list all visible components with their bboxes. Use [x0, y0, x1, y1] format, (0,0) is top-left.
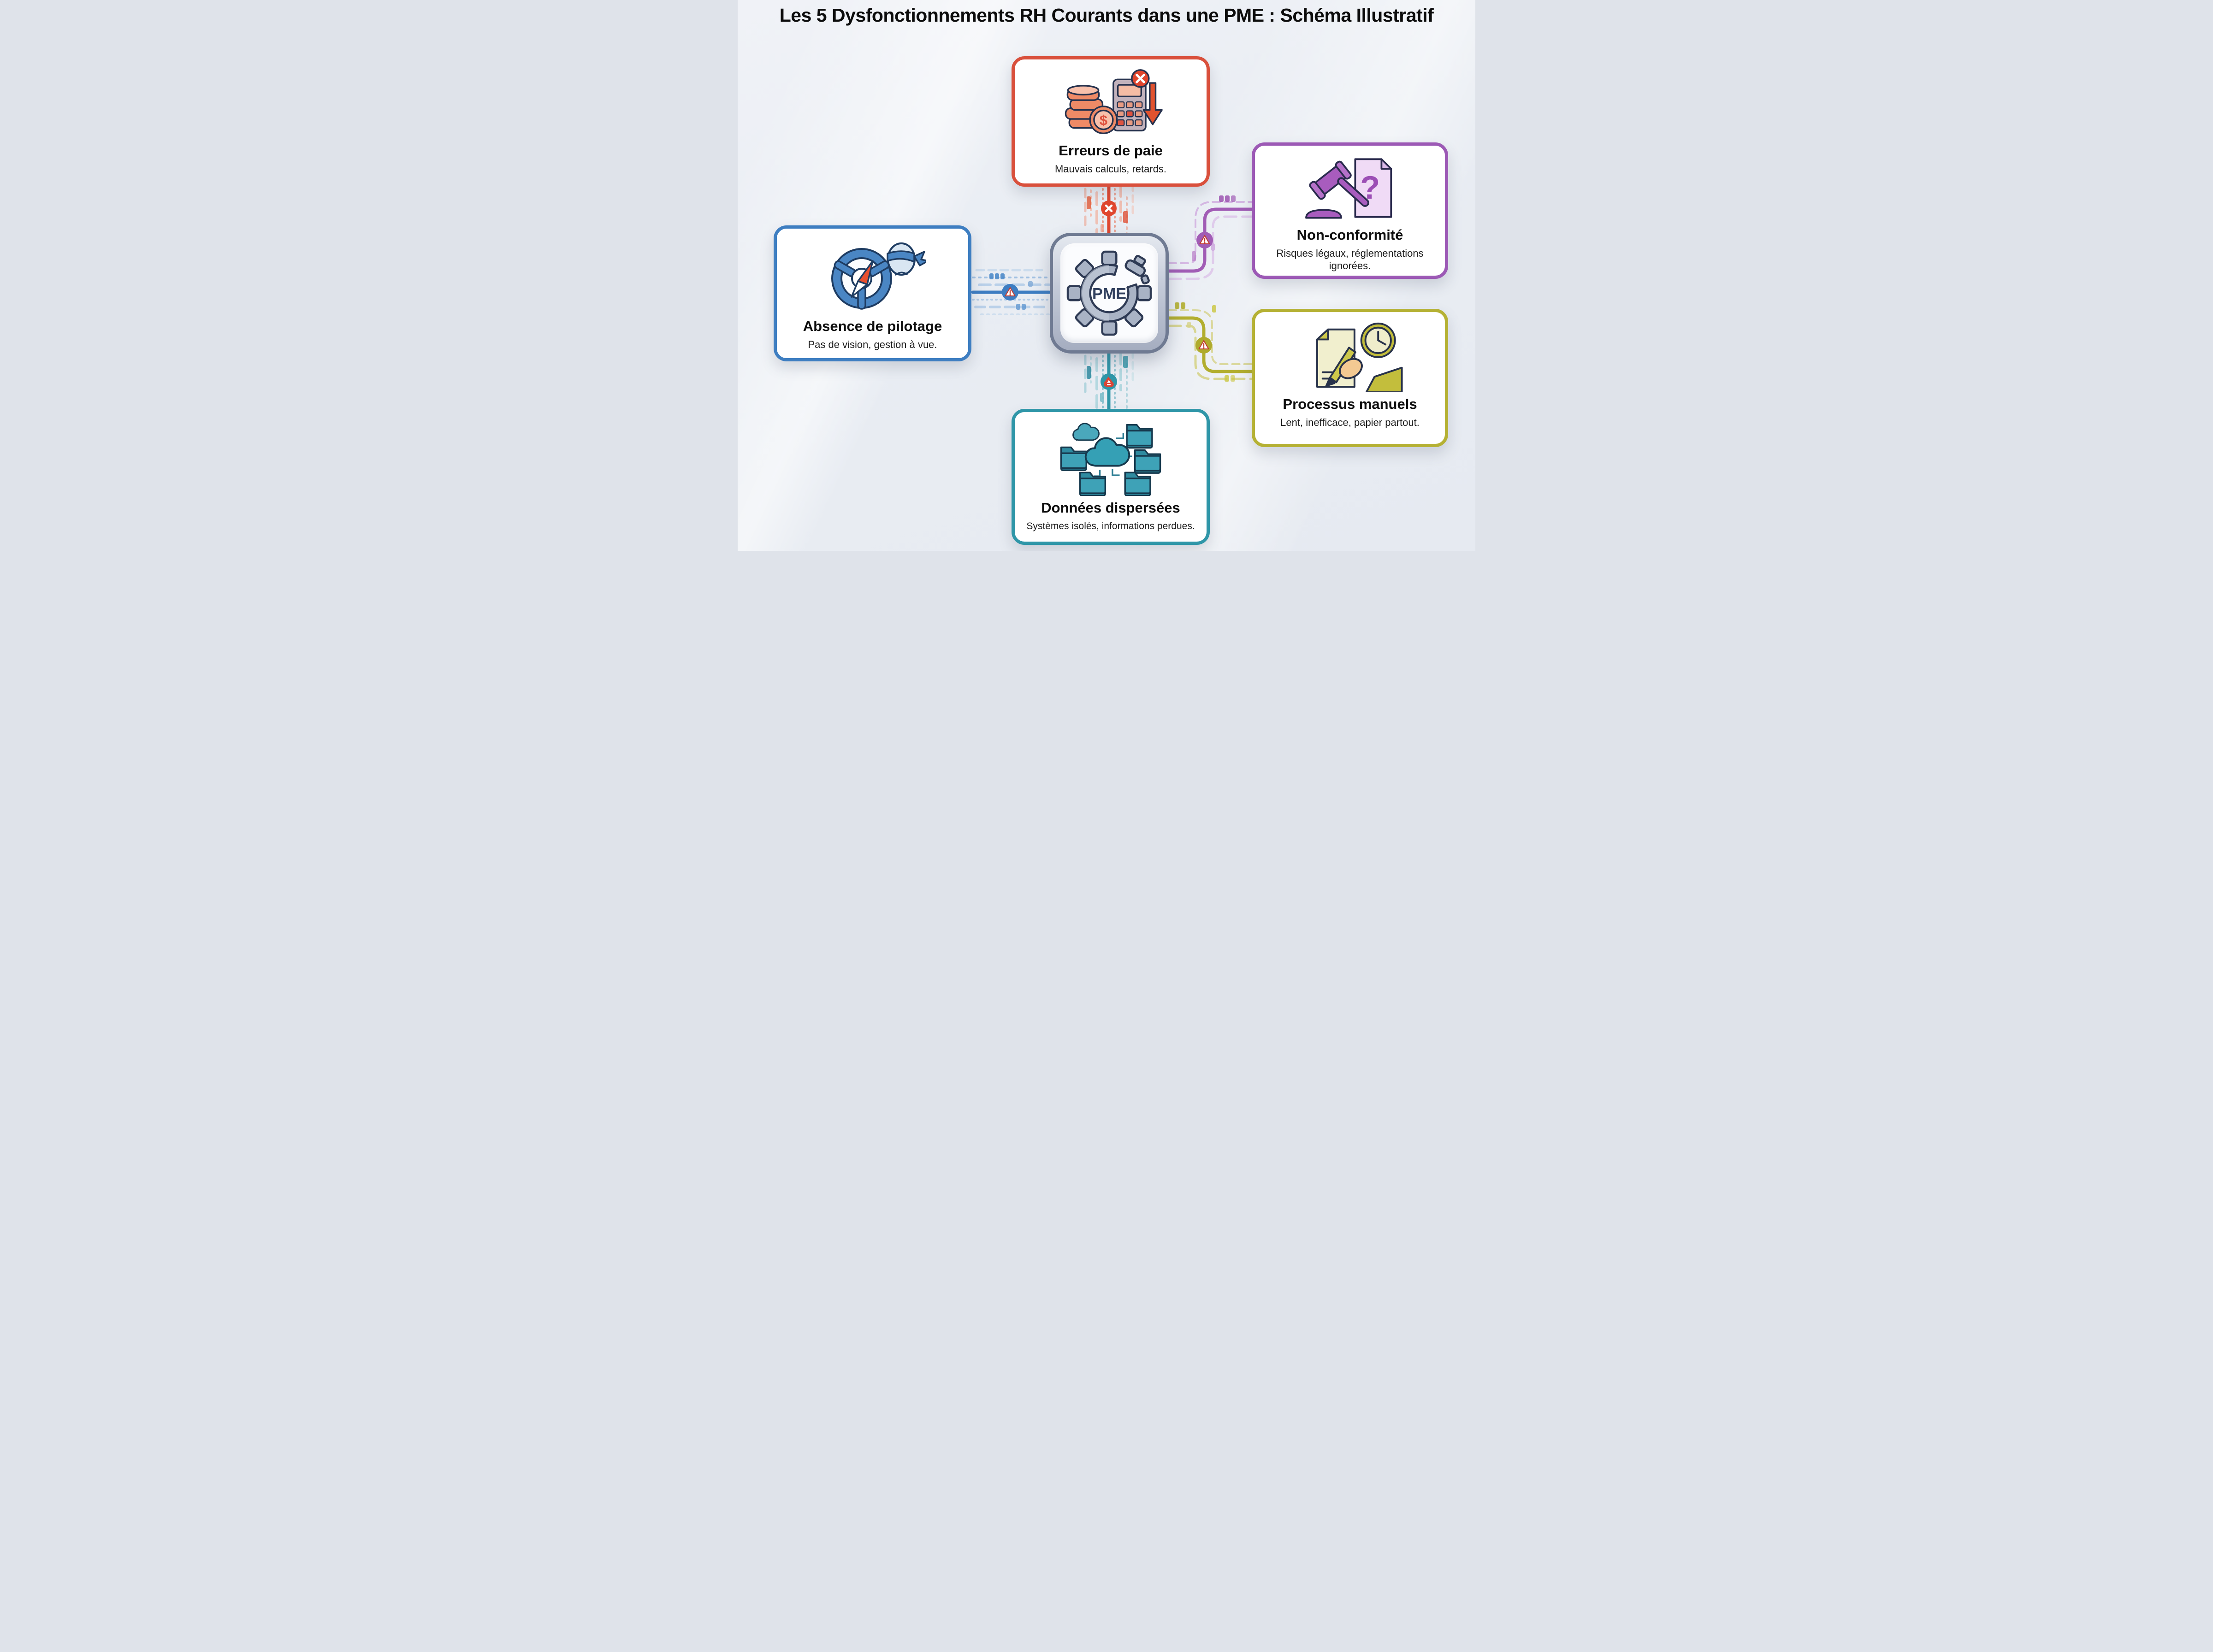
node-title: Processus manuels [1283, 396, 1417, 412]
node-title: Absence de pilotage [803, 318, 942, 334]
node-title: Données dispersées [1041, 500, 1180, 516]
node-subtitle: Lent, inefficace, papier partout. [1280, 417, 1420, 428]
node-subtitle: Risques légaux, réglementations ignorées… [1276, 248, 1424, 271]
node-donnees-dispersees: Données dispersées Systèmes isolés, info… [1012, 409, 1210, 545]
page-title: Les 5 Dysfonctionnements RH Courants dan… [779, 5, 1434, 26]
handwriting-pen-clock-icon [1296, 319, 1403, 392]
node-subtitle: Mauvais calculs, retards. [1054, 163, 1167, 175]
manual-warning-badge [1195, 337, 1212, 354]
node-erreurs-de-paie: $ Erreurs de paie Mauvais calculs, retar… [1012, 56, 1210, 187]
cloud-scattered-folders-icon [1057, 419, 1164, 496]
node-subtitle: Pas de vision, gestion à vue. [808, 339, 937, 350]
blindfolded-driver-steering-wheel-icon [819, 235, 926, 314]
node-subtitle: Systèmes isolés, informations perdues. [1026, 521, 1195, 531]
svg-text:$: $ [1100, 112, 1107, 129]
compliance-warning-badge [1196, 232, 1213, 248]
hub-panel: PME [1060, 243, 1158, 343]
infographic-canvas: Les 5 Dysfonctionnements RH Courants dan… [738, 0, 1475, 551]
node-non-conformite: ? Non-conformité Risques légaux, régleme… [1252, 142, 1448, 279]
hub-pme: PME [1050, 233, 1169, 354]
broken-gear-icon: PME [1066, 248, 1154, 336]
hub-label: PME [1092, 285, 1126, 303]
node-title: Non-conformité [1296, 227, 1403, 243]
node-processus-manuels: Processus manuels Lent, inefficace, papi… [1252, 309, 1448, 447]
steering-warning-badge [1002, 284, 1018, 301]
node-title: Erreurs de paie [1059, 142, 1163, 159]
trace-red-bundle [1084, 183, 1134, 238]
svg-text:?: ? [1360, 169, 1380, 206]
data-alert-badge [1101, 373, 1117, 390]
coins-calculator-down-arrow-icon: $ [1057, 67, 1164, 139]
gavel-question-document-icon: ? [1296, 153, 1403, 223]
connection-traces [971, 183, 1255, 412]
payroll-error-x-badge [1101, 201, 1117, 216]
node-absence-de-pilotage: Absence de pilotage Pas de vision, gesti… [774, 225, 971, 361]
